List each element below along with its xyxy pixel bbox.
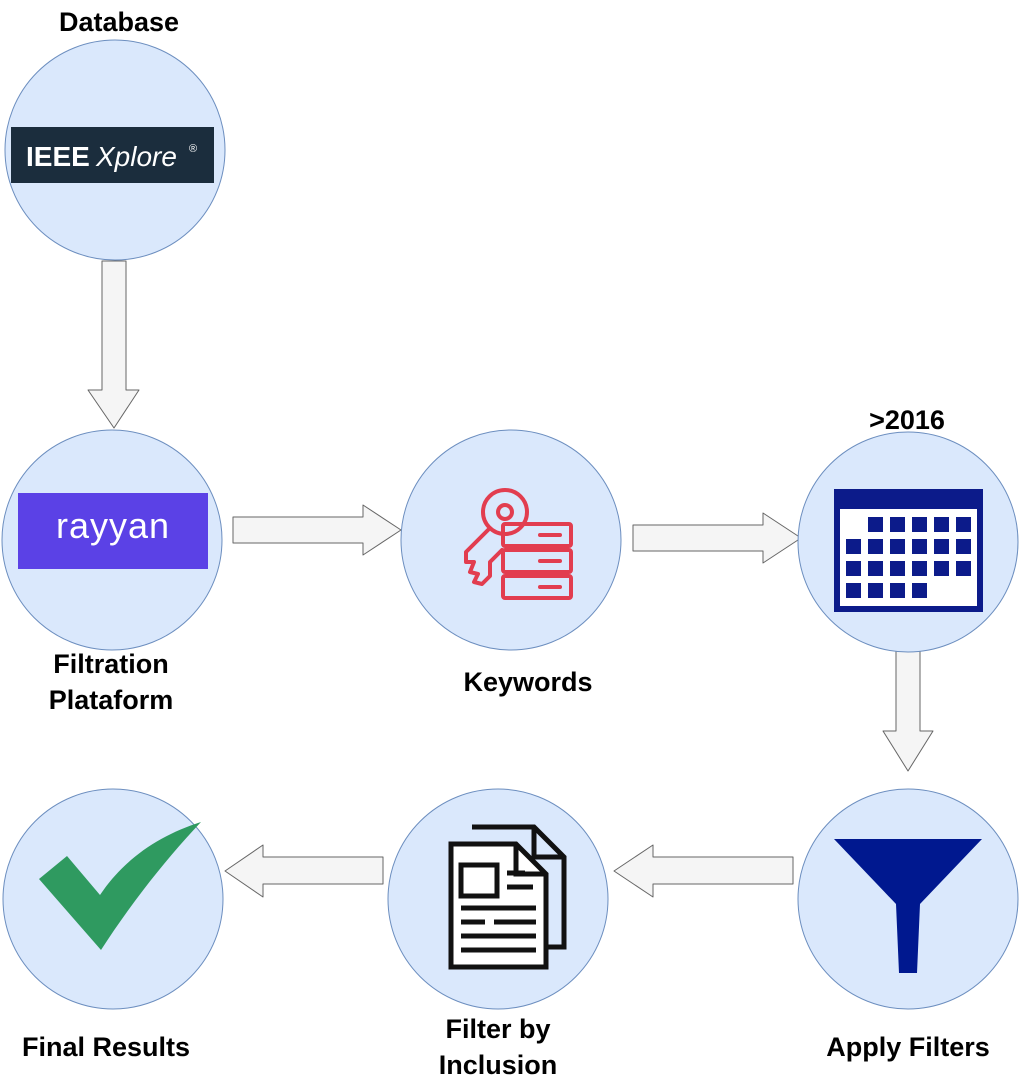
key-database-icon xyxy=(464,488,573,600)
calendar-day-cell xyxy=(846,539,861,554)
xplore-logo-text: Xplore xyxy=(95,141,177,172)
label-final-results: Final Results xyxy=(21,1032,191,1062)
calendar-day-cell xyxy=(956,561,971,576)
label-database: Database xyxy=(58,7,180,37)
calendar-day-cell xyxy=(956,539,971,554)
documents-icon xyxy=(448,824,567,970)
label-inclusion-line1: Filter by xyxy=(445,1014,551,1044)
arrow-inclusion-to-final xyxy=(224,844,384,898)
calendar-day-cell xyxy=(890,539,905,554)
calendar-day-cell xyxy=(912,517,927,532)
label-filter-by-inclusion: Filter by Inclusion xyxy=(398,1011,598,1083)
calendar-day-cell xyxy=(912,583,927,598)
arrow-filtration-to-keywords xyxy=(232,504,402,556)
calendar-day-cell xyxy=(934,539,949,554)
calendar-day-cell xyxy=(868,517,883,532)
calendar-day-cell xyxy=(934,517,949,532)
funnel-icon xyxy=(834,839,982,973)
label-inclusion-line2: Inclusion xyxy=(438,1050,558,1080)
ieee-logo-text: IEEE xyxy=(26,141,90,172)
ieee-xplore-logo: IEEE Xplore ® xyxy=(11,127,214,183)
calendar-day-cell xyxy=(868,561,883,576)
label-keywords: Keywords xyxy=(463,667,593,697)
registered-mark: ® xyxy=(189,143,197,155)
calendar-day-cell xyxy=(890,561,905,576)
label-filtration-line2: Plataform xyxy=(48,685,174,715)
calendar-day-cell xyxy=(890,583,905,598)
checkmark-icon xyxy=(39,822,201,950)
calendar-day-cell xyxy=(846,583,861,598)
label-filtration-platform: Filtration Plataform xyxy=(11,646,211,718)
arrow-database-to-filtration xyxy=(87,260,140,429)
calendar-day-cell xyxy=(934,561,949,576)
node-keywords-circle xyxy=(400,429,622,651)
label-filtration-line1: Filtration xyxy=(53,649,169,679)
calendar-day-cell xyxy=(868,583,883,598)
calendar-day-cell xyxy=(868,539,883,554)
calendar-icon xyxy=(834,489,983,612)
calendar-day-cell xyxy=(956,517,971,532)
arrow-date-to-apply xyxy=(882,650,934,772)
calendar-day-cell xyxy=(846,561,861,576)
rayyan-logo: rayyan xyxy=(18,493,208,569)
label-apply-filters: Apply Filters xyxy=(826,1032,990,1062)
calendar-day-cell xyxy=(890,517,905,532)
arrow-apply-to-inclusion xyxy=(613,844,794,898)
arrow-keywords-to-date xyxy=(632,512,802,564)
calendar-day-cell xyxy=(912,539,927,554)
rayyan-logo-text: rayyan xyxy=(56,505,170,546)
calendar-day-cell xyxy=(912,561,927,576)
label-date: >2016 xyxy=(869,405,945,435)
